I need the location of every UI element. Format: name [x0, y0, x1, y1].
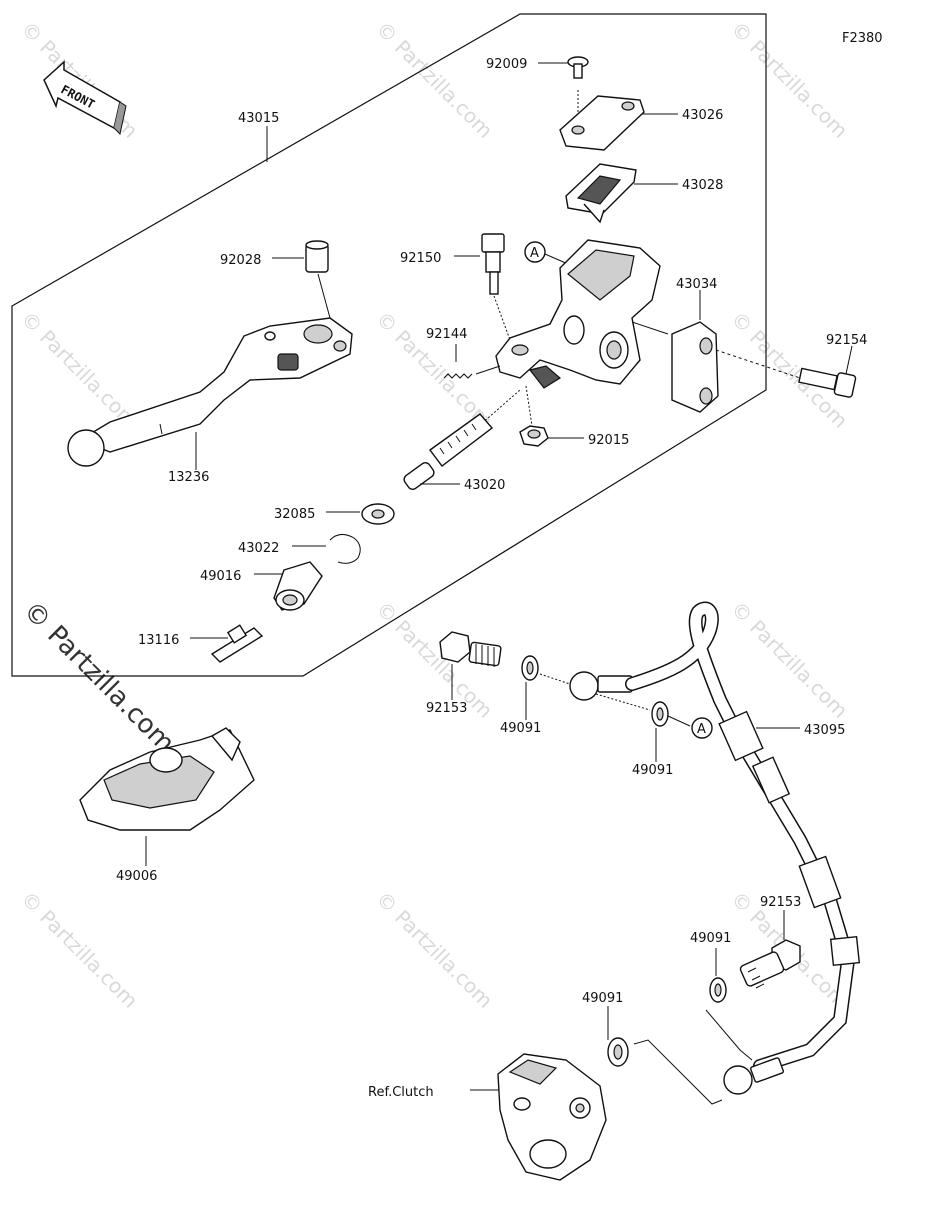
part-label-92154: 92154: [826, 333, 867, 348]
part-49091-upper-b: [651, 701, 691, 762]
diagram-code: F2380: [842, 31, 883, 46]
part-13236: [67, 317, 353, 470]
assembly-outline: [11, 13, 767, 677]
part-label-43028: 43028: [682, 178, 723, 193]
part-49006: [79, 727, 255, 866]
part-43028: [565, 163, 678, 224]
part-label-49006: 49006: [116, 869, 157, 884]
part-49091-lower-b: [607, 1006, 723, 1105]
part-49091-upper-a: [521, 655, 539, 720]
part-label-43095: 43095: [804, 723, 845, 738]
part-label-49091-lower-a: 49091: [690, 931, 731, 946]
callout-a-circle: [524, 241, 546, 263]
callout-a-label-lower: A: [697, 722, 706, 737]
part-13116: [190, 624, 264, 663]
watermark-large: © Partzilla.com: [17, 596, 180, 759]
part-43026: [559, 95, 678, 151]
part-92028: [272, 240, 331, 319]
watermark: © Partzilla.com: [726, 17, 852, 143]
part-49016: [254, 561, 323, 611]
clutch-slave-cylinder: [470, 1053, 607, 1181]
part-label-49091-upper-a: 49091: [500, 721, 541, 736]
part-92153-upper: [439, 631, 502, 700]
part-label-92150: 92150: [400, 251, 441, 266]
callout-a-circle-lower: [691, 717, 713, 739]
ref-clutch-label: Ref.Clutch: [368, 1085, 434, 1100]
part-49091-lower-a: [705, 948, 753, 1061]
part-label-49016: 49016: [200, 569, 241, 584]
part-92144: [443, 344, 501, 379]
watermark: © Partzilla.com: [371, 17, 497, 143]
part-label-92144: 92144: [426, 327, 467, 342]
part-label-43022: 43022: [238, 541, 279, 556]
part-label-43026: 43026: [682, 108, 723, 123]
part-label-13236: 13236: [168, 470, 209, 485]
part-92153-lower: [739, 910, 801, 989]
part-32085: [326, 503, 395, 525]
part-label-92153-upper: 92153: [426, 701, 467, 716]
part-label-43015: 43015: [238, 111, 279, 126]
part-label-92028: 92028: [220, 253, 261, 268]
watermark: © Partzilla.com: [16, 307, 142, 433]
part-label-92009: 92009: [486, 57, 527, 72]
part-label-32085: 32085: [274, 507, 315, 522]
part-92154: [798, 345, 857, 398]
watermark: © Partzilla.com: [726, 307, 852, 433]
callout-a-label: A: [530, 246, 539, 261]
part-label-92015: 92015: [588, 433, 629, 448]
part-43022: [292, 534, 361, 564]
part-label-92153-lower: 92153: [760, 895, 801, 910]
part-label-43034: 43034: [676, 277, 717, 292]
part-43020: [403, 389, 521, 491]
part-label-43020: 43020: [464, 478, 505, 493]
part-92015: [519, 385, 584, 447]
part-43095: [539, 601, 861, 1095]
part-label-49091-lower-b: 49091: [582, 991, 623, 1006]
watermark: © Partzilla.com: [371, 887, 497, 1013]
watermark: © Partzilla.com: [726, 597, 852, 723]
watermark-group: © Partzilla.com © Partzilla.com © Partzi…: [16, 17, 852, 1013]
master-cylinder-body: [495, 239, 669, 389]
part-43034: [671, 290, 801, 413]
watermark: © Partzilla.com: [16, 887, 142, 1013]
part-label-13116: 13116: [138, 633, 179, 648]
watermark: © Partzilla.com: [371, 307, 497, 433]
part-label-49091-upper-b: 49091: [632, 763, 673, 778]
part-92009: [538, 56, 589, 128]
part-92150: [454, 233, 511, 341]
